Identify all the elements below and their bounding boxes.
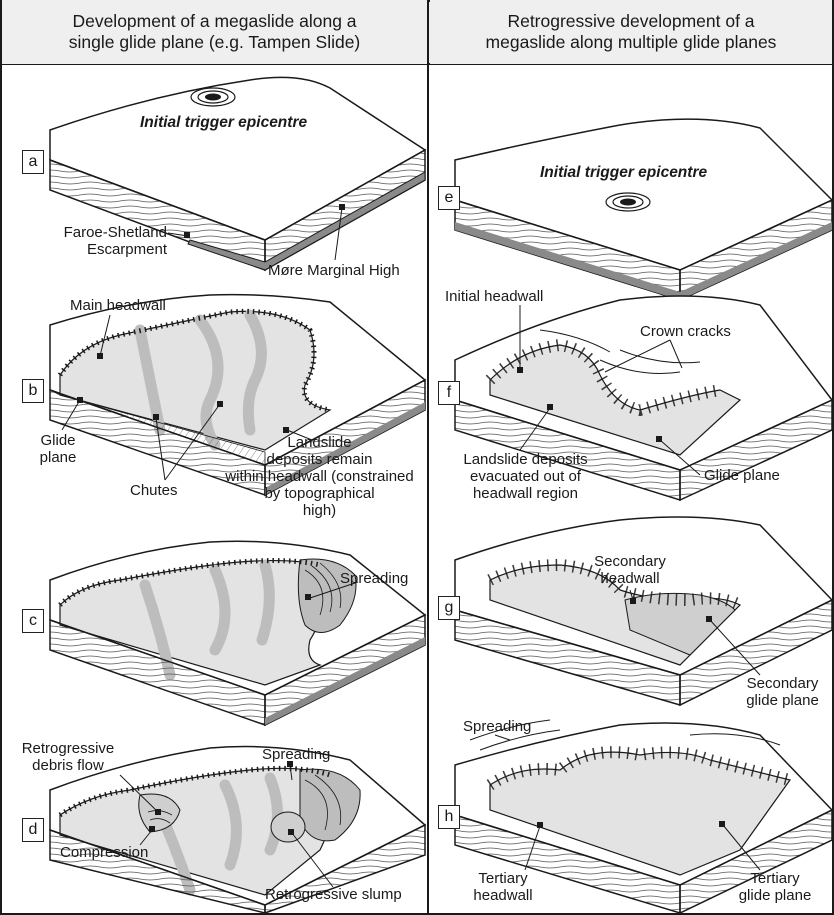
deposits-b-line5: high) <box>303 502 336 519</box>
marker-main-headwall <box>97 353 103 359</box>
spreading-label-c: Spreading <box>340 570 408 587</box>
epicentre-icon-a <box>191 88 235 106</box>
block-a-top <box>50 77 425 240</box>
marker-secondary-glide <box>706 616 712 622</box>
panel-letter-b: b <box>22 379 44 403</box>
secondary-headwall-label: Secondaryheadwall <box>575 553 685 587</box>
slump-d <box>271 812 305 842</box>
retro-slump-label: Retrogressive slump <box>265 886 402 903</box>
panel-letter-h: h <box>438 805 460 829</box>
block-c <box>50 541 425 725</box>
spreading-label-h: Spreading <box>463 718 531 735</box>
more-label: Møre Marginal High <box>268 262 400 279</box>
glide-line1: Glide <box>40 432 75 449</box>
deposits-f-line1: Landslide deposits <box>463 451 587 468</box>
panel-letter-a: a <box>22 150 44 174</box>
initial-headwall-label: Initial headwall <box>445 288 543 305</box>
retro-debris-line1: Retrogressive <box>22 740 115 757</box>
header-right-line1: Retrogressive development of a <box>507 11 754 31</box>
epicentre-label-e: Initial trigger epicentre <box>540 164 707 181</box>
marker-tertiary-headwall <box>537 822 543 828</box>
deposits-b-line2: deposits remain <box>267 451 373 468</box>
faroe-line2: Escarpment <box>87 241 167 258</box>
marker-glide <box>77 397 83 403</box>
secondary-headwall-line1: Secondary <box>594 553 666 570</box>
deposits-b-line3: within headwall (constrained <box>225 468 413 485</box>
deposits-f-line2: evacuated out of <box>470 468 581 485</box>
marker-deposits-f <box>547 404 553 410</box>
secondary-headwall-line2: headwall <box>600 570 659 587</box>
secondary-glide-line2: glide plane <box>746 692 819 709</box>
compression-label: Compression <box>60 844 148 861</box>
chutes-label: Chutes <box>130 482 178 499</box>
glide-line2: plane <box>40 449 77 466</box>
tertiary-headwall-line1: Tertiary <box>478 870 527 887</box>
marker-secondary-headwall <box>630 598 636 604</box>
deposits-b-line1: Landslide <box>287 434 351 451</box>
marker-debris-d <box>155 809 161 815</box>
tertiary-glide-line2: glide plane <box>739 887 812 904</box>
header-left-line2: single glide plane (e.g. Tampen Slide) <box>69 32 361 52</box>
panel-letter-g: g <box>438 596 460 620</box>
marker-deposits-b <box>283 427 289 433</box>
leader-spreading-h <box>495 735 510 740</box>
tertiary-headwall-line2: headwall <box>473 887 532 904</box>
panel-letter-f: f <box>438 381 460 405</box>
epicentre-icon-e <box>606 193 650 211</box>
glide-plane-label-f: Glide plane <box>704 467 780 484</box>
marker-spreading-c <box>305 594 311 600</box>
marker-glide-f <box>656 436 662 442</box>
header-left-line1: Development of a megaslide along a <box>72 11 356 31</box>
panel-letter-e: e <box>438 186 460 210</box>
retro-debris-line2: debris flow <box>32 757 104 774</box>
header-left: Development of a megaslide along asingle… <box>2 0 427 64</box>
faroe-line1: Faroe-Shetland <box>64 224 167 241</box>
header-right-line2: megaslide along multiple glide planes <box>486 32 777 52</box>
marker-faroe <box>184 232 190 238</box>
tertiary-glide-line1: Tertiary <box>750 870 799 887</box>
panel-letter-d: d <box>22 818 44 842</box>
deposits-f-line3: headwall region <box>473 485 578 502</box>
marker-tertiary-glide <box>719 821 725 827</box>
deposits-b-line4: by topographical <box>264 485 374 502</box>
marker-compression-d <box>149 826 155 832</box>
secondary-glide-line1: Secondary <box>747 675 819 692</box>
main-headwall-label: Main headwall <box>70 297 166 314</box>
marker-slump-d <box>288 829 294 835</box>
deposits-label-f: Landslide deposits evacuated out of head… <box>433 451 618 502</box>
crown-cracks-label: Crown cracks <box>640 323 731 340</box>
panel-letter-c: c <box>22 609 44 633</box>
marker-more <box>339 204 345 210</box>
marker-chutes-1 <box>153 414 159 420</box>
block-e <box>455 119 832 300</box>
epicentre-label-a: Initial trigger epicentre <box>140 114 307 131</box>
marker-initial-headwall <box>517 367 523 373</box>
deposits-label-b: Landslide deposits remain within headwal… <box>212 434 427 519</box>
marker-chutes-2 <box>217 401 223 407</box>
spreading-label-d: Spreading <box>262 746 330 763</box>
